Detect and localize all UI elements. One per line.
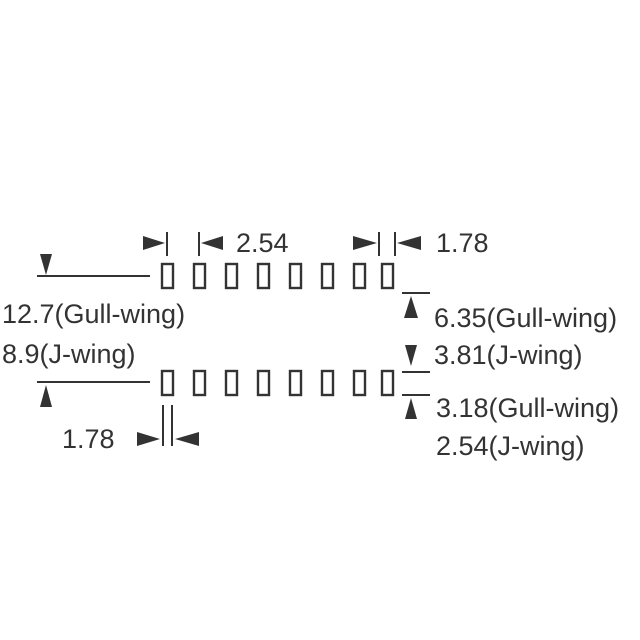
pad	[256, 262, 271, 290]
pad	[288, 369, 303, 397]
arrow-up-icon	[405, 398, 417, 419]
arrow-right-icon	[143, 236, 165, 250]
pitch-dimension: 2.54	[143, 228, 289, 258]
gap-gull-label: 3.18(Gull-wing)	[436, 393, 619, 423]
pad	[256, 369, 271, 397]
pad-length-dimension: 6.35(Gull-wing) 3.81(J-wing)	[402, 292, 617, 370]
arrow-right-icon	[353, 236, 377, 250]
pad	[320, 369, 335, 397]
arrow-left-icon	[397, 236, 421, 250]
pad	[352, 369, 367, 397]
pad	[380, 369, 395, 397]
pad	[224, 262, 239, 290]
pad-width-top-label: 1.78	[436, 228, 489, 258]
arrow-up-icon	[404, 296, 418, 318]
span-gull-label: 12.7(Gull-wing)	[2, 299, 185, 329]
pad-length-j-label: 3.81(J-wing)	[434, 340, 583, 370]
pad	[352, 262, 367, 290]
pad	[288, 262, 303, 290]
pad-width-dimension-bottom: 1.78	[62, 405, 199, 454]
pad	[192, 262, 207, 290]
gap-dimension: 3.18(Gull-wing) 2.54(J-wing)	[402, 371, 619, 461]
arrow-right-icon	[137, 432, 160, 446]
arrow-left-icon	[201, 236, 223, 250]
pad-row-top	[160, 262, 395, 290]
span-dimension: 12.7(Gull-wing) 8.9(J-wing)	[2, 254, 185, 407]
pad	[380, 262, 395, 290]
arrow-down-icon	[405, 345, 417, 366]
arrow-up-icon	[40, 385, 52, 407]
pad-width-dimension-top: 1.78	[353, 228, 489, 258]
pad	[192, 369, 207, 397]
pitch-label: 2.54	[236, 228, 289, 258]
pad	[160, 369, 175, 397]
pad-length-gull-label: 6.35(Gull-wing)	[434, 303, 617, 333]
pad	[224, 369, 239, 397]
pad	[160, 262, 175, 290]
pad-width-bottom-label: 1.78	[62, 424, 115, 454]
pad	[320, 262, 335, 290]
pad-row-bottom	[160, 369, 395, 397]
arrow-down-icon	[40, 254, 52, 275]
span-j-label: 8.9(J-wing)	[2, 339, 136, 369]
arrow-left-icon	[175, 432, 199, 446]
gap-j-label: 2.54(J-wing)	[436, 431, 585, 461]
